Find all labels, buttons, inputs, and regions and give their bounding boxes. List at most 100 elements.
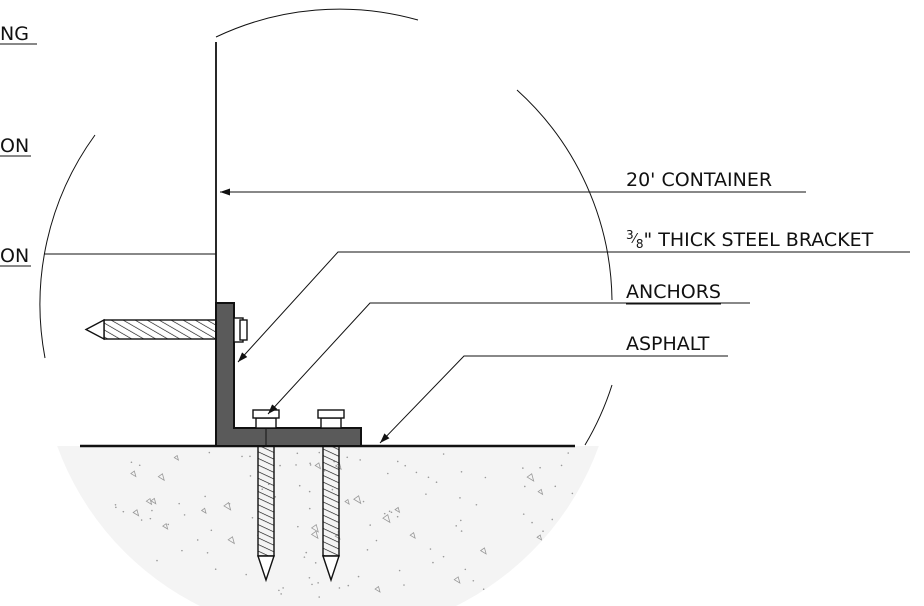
vertical-anchor-2 [317, 409, 345, 583]
callout-bracket: 3⁄8" THICK STEEL BRACKET [626, 228, 874, 253]
aggregate-dot [206, 551, 209, 554]
aggregate-dot [347, 584, 350, 587]
aggregate-dot [388, 510, 391, 513]
aggregate-dot [554, 485, 557, 488]
aggregate-dot [570, 542, 572, 545]
aggregate-dot [472, 579, 475, 582]
aggregate-dot [228, 502, 231, 505]
aggregate-mark [479, 547, 487, 555]
aggregate-mark [130, 470, 137, 478]
aggregate-mark [157, 473, 165, 482]
aggregate-dot [484, 476, 487, 479]
aggregate-dot [338, 587, 341, 589]
aggregate-dot [522, 467, 524, 469]
aggregate-mark [374, 585, 381, 593]
aggregate-dot [531, 521, 533, 524]
aggregate-dot [435, 481, 438, 484]
aggregate-dot [149, 517, 152, 520]
aggregate-mark [409, 532, 416, 540]
aggregate-mark [353, 495, 362, 505]
aggregate-mark [173, 454, 180, 461]
aggregate-dot [396, 515, 399, 518]
aggregate-mark [310, 523, 319, 533]
aggregate-dot [427, 476, 430, 479]
aggregate-dot [280, 593, 282, 595]
aggregate-dot [387, 472, 389, 475]
aggregate-dot [522, 513, 525, 515]
aggregate-dot [396, 460, 399, 463]
aggregate-dot [375, 539, 378, 542]
aggregate-dot [523, 485, 526, 488]
aggregate-dot [551, 518, 554, 521]
aggregate-dot [279, 464, 281, 467]
aggregate-dot [366, 549, 369, 551]
aggregate-dot [308, 507, 311, 510]
aggregate-dot [196, 539, 199, 541]
aggregate-dot [89, 518, 91, 521]
aggregate-dot [390, 511, 393, 514]
aggregate-dot [582, 518, 584, 520]
aggregate-dot [359, 459, 361, 461]
aggregate-dot [241, 455, 243, 458]
aggregate-dot [584, 550, 587, 552]
aggregate-dot [297, 525, 299, 528]
aggregate-mark [344, 498, 350, 505]
aggregate-dot [539, 466, 541, 469]
aggregate-dot [415, 471, 418, 474]
aggregate-dot [151, 509, 153, 512]
aggregate-dot [114, 503, 117, 506]
callout-asphalt: ASPHALT [626, 333, 710, 355]
aggregate-dot [425, 493, 427, 495]
aggregate-dot [114, 592, 116, 594]
aggregate-dot [567, 452, 570, 454]
fraction-numerator: 3 [626, 228, 634, 242]
aggregate-dot [181, 549, 183, 552]
aggregate-dot [398, 569, 401, 572]
aggregate-dot [245, 573, 247, 576]
aggregate-dot [303, 556, 306, 558]
aggregate-dot [383, 512, 386, 515]
aggregate-dot [210, 529, 213, 532]
aggregate-dot [208, 451, 211, 454]
aggregate-dot [122, 510, 125, 513]
aggregate-dot [429, 548, 432, 550]
aggregate-mark [227, 536, 235, 545]
aggregate-dot [311, 583, 313, 586]
aggregate-mark [526, 473, 535, 482]
aggregate-dot [464, 568, 467, 571]
aggregate-dot [362, 500, 365, 503]
asphalt-ground [40, 446, 616, 606]
aggregate-dot [156, 559, 158, 562]
aggregate-mark [145, 497, 153, 506]
aggregate-dot [482, 588, 485, 591]
aggregate-dot [130, 461, 133, 464]
aggregate-dot [129, 590, 131, 592]
steel-bracket [215, 302, 362, 447]
aggregate-mark [150, 497, 157, 505]
aggregate-dot [442, 453, 445, 455]
aggregate-dot [586, 578, 589, 581]
aggregate-dot [183, 514, 186, 516]
aggregate-mark [537, 488, 544, 496]
aggregate-dot [309, 462, 311, 465]
aggregate-dot [131, 596, 133, 598]
aggregate-dot [455, 525, 458, 527]
fraction-denominator: 8 [636, 237, 644, 251]
aggregate-mark [132, 509, 140, 517]
aggregate-dot [317, 582, 319, 584]
vertical-anchor-1 [252, 409, 280, 583]
aggregate-dot [249, 455, 251, 458]
aggregate-dot [295, 464, 297, 466]
aggregate-mark [162, 523, 169, 530]
aggregate-dot [542, 530, 544, 533]
aggregate-dot [167, 523, 170, 526]
aggregate-dot [571, 492, 574, 495]
aggregate-dot [140, 519, 143, 521]
aggregate-dot [346, 456, 349, 459]
aggregate-dot [214, 568, 217, 570]
aggregate-dot [357, 575, 360, 578]
partial-label-top: NG [0, 23, 29, 45]
aggregate-dot [584, 546, 586, 549]
